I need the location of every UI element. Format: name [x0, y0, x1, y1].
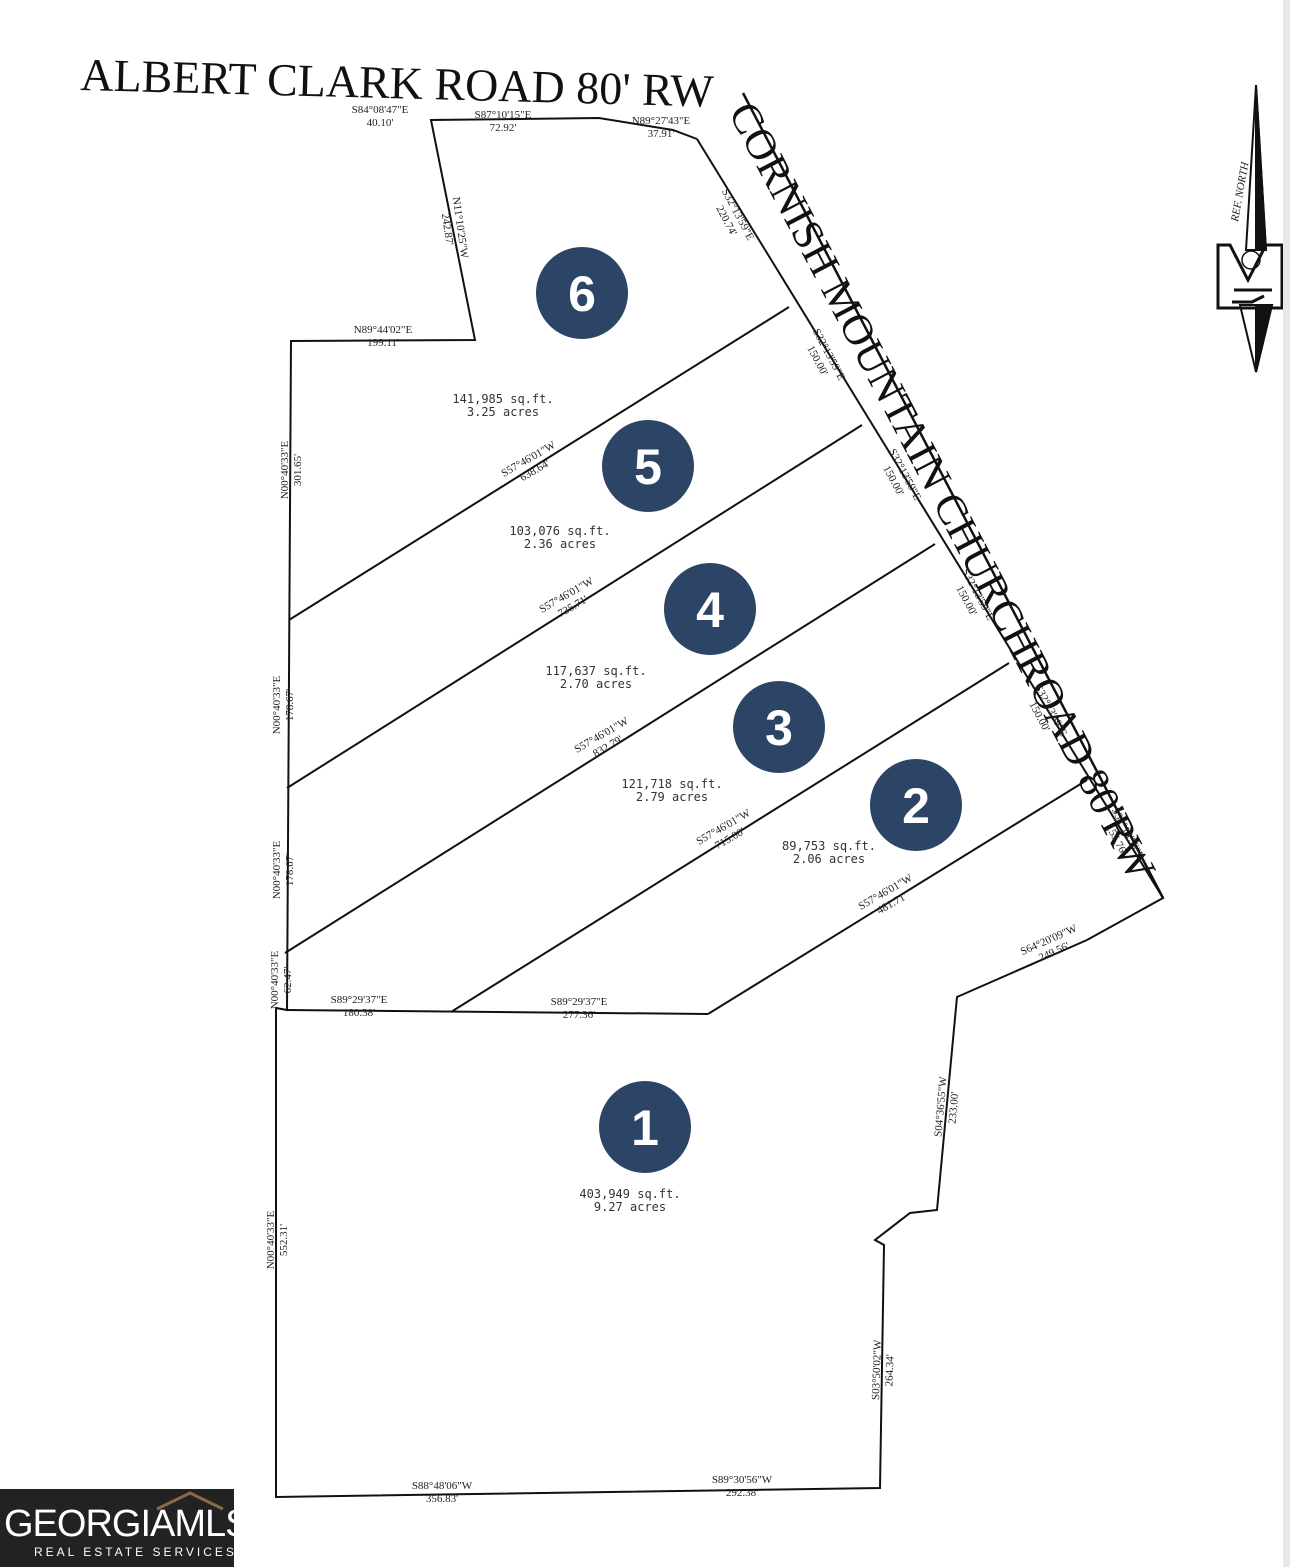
roof-icon: [156, 1491, 224, 1511]
course-distance: 40.10': [367, 117, 394, 129]
course-distance: 277.36': [563, 1009, 595, 1021]
course-distance: 178.67': [284, 689, 296, 721]
lot-3-badge: [733, 681, 825, 773]
course-bearing: S04°36'55"W: [932, 1076, 949, 1138]
lot-line-2-1: [707, 779, 1088, 1015]
course-bearing: S89°29'37"E: [551, 996, 608, 1008]
lot-4-acres: 2.70 acres: [560, 677, 632, 691]
cornish-road-row-line: [741, 92, 1165, 899]
course-bearing: S89°30'56"W: [712, 1474, 773, 1486]
lot-line-5-4: [286, 424, 863, 789]
lot-1-badge: [599, 1081, 691, 1173]
course-bearing: S84°08'47"E: [352, 104, 409, 116]
course-label: S87°10'15"E72.92': [475, 109, 532, 134]
lot-line-4-3: [284, 543, 936, 954]
lot-2-acres: 2.06 acres: [793, 852, 865, 866]
course-bearing: N00°40'33"E: [265, 1210, 277, 1269]
course-bearing: N00°40'33"E: [269, 950, 281, 1009]
course-distance: 199.11': [367, 337, 399, 349]
lot-5-sqft: 103,076 sq.ft.: [509, 524, 610, 538]
course-distance: 242.87': [439, 213, 455, 247]
lot-3-number: 3: [765, 700, 793, 756]
course-bearing: S03°50'02"W: [870, 1339, 884, 1400]
lot-5-number: 5: [634, 439, 662, 495]
lot-4-number: 4: [696, 582, 724, 638]
course-bearing: S87°10'15"E: [475, 109, 532, 121]
georgia-mls-logo: GEORGIAMLS REAL ESTATE SERVICES: [0, 1489, 250, 1567]
course-label: N89°27'43"E37.91': [632, 115, 691, 140]
course-distance: 552.31': [278, 1224, 290, 1256]
logo-main-text: GEORGIAMLS: [4, 1503, 250, 1545]
scroll-edge: [1283, 0, 1290, 1567]
lot-1-acres: 9.27 acres: [594, 1200, 666, 1214]
lot-1-number: 1: [631, 1100, 659, 1156]
course-distance: 264.34': [883, 1354, 896, 1387]
north-arrow-icon: [1216, 84, 1284, 373]
course-distance: 180.38': [343, 1007, 375, 1019]
lot-3-sqft: 121,718 sq.ft.: [621, 777, 722, 791]
lot-2-badge: [870, 759, 962, 851]
lot-2-number: 2: [902, 778, 930, 834]
lot-2-sqft: 89,753 sq.ft.: [782, 839, 876, 853]
parcel-boundary: [275, 116, 1165, 1499]
lot-5-badge: [602, 420, 694, 512]
logo-sub-text: REAL ESTATE SERVICES: [34, 1545, 237, 1559]
course-distance: 72.92': [490, 122, 517, 134]
lot-4-badge: [664, 563, 756, 655]
course-bearing: N00°40'33"E: [279, 440, 291, 499]
course-labels: S84°08'47"E40.10' S87°10'15"E72.92' N89°27…: [265, 104, 1146, 1505]
course-bearing: N89°44'02"E: [354, 324, 413, 336]
course-distance: 233.00': [947, 1091, 962, 1124]
course-label: S84°08'47"E40.10': [352, 104, 409, 129]
lot-line-6-5: [288, 306, 790, 621]
course-distance: 62.47': [282, 967, 294, 994]
lot-1-sqft: 403,949 sq.ft.: [579, 1187, 680, 1201]
lot-3-acres: 2.79 acres: [636, 790, 708, 804]
course-distance: 37.91': [648, 128, 675, 140]
lot-line-south: [285, 1009, 709, 1015]
lot-6-badge: [536, 247, 628, 339]
lot-6-number: 6: [568, 266, 596, 322]
course-bearing: N00°40'33"E: [271, 675, 283, 734]
lot-4-sqft: 117,637 sq.ft.: [545, 664, 646, 678]
course-distance: 292.38': [726, 1487, 758, 1499]
course-bearing: N89°27'43"E: [632, 115, 691, 127]
course-bearing: S88°48'06"W: [412, 1480, 473, 1492]
course-distance: 178.67': [284, 854, 296, 886]
lot-5-acres: 2.36 acres: [524, 537, 596, 551]
course-distance: 356.83': [426, 1493, 458, 1505]
lot-6-acres: 3.25 acres: [467, 405, 539, 419]
lot-6-sqft: 141,985 sq.ft.: [452, 392, 553, 406]
course-bearing: S89°29'37"E: [331, 994, 388, 1006]
lot-line-3-2: [450, 662, 1010, 1013]
course-distance: 301.65': [292, 454, 304, 486]
course-bearing: N00°40'33"E: [271, 840, 283, 899]
